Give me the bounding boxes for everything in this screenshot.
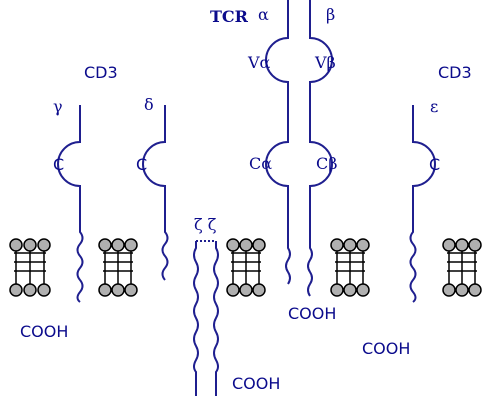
lipid-group [226, 238, 266, 297]
cooh-epsilon: COOH [362, 339, 410, 358]
epsilon-label: ε [430, 97, 438, 116]
lipid-group [330, 238, 370, 297]
v-alpha-label: Vα [247, 53, 271, 72]
lipid-group [442, 238, 482, 297]
tcr-alpha-chain [265, 0, 291, 285]
delta-label: δ [144, 95, 154, 114]
gamma-label: γ [53, 97, 63, 116]
cd3-left-label: CD3 [84, 63, 118, 82]
cooh-gamma-delta: COOH [20, 322, 68, 341]
tcr-beta-chain [307, 0, 333, 297]
cd3-gamma-chain [57, 105, 84, 303]
beta-label: β [326, 5, 335, 24]
lipid-group [98, 238, 138, 297]
v-beta-label: Vβ [314, 53, 336, 72]
alpha-label: α [258, 5, 269, 24]
cooh-zeta: COOH [232, 374, 280, 393]
epsilon-domain-c: C [429, 155, 440, 174]
cd3-zeta-chains [193, 240, 219, 396]
c-beta-label: Cβ [316, 154, 338, 173]
c-alpha-label: Cα [249, 154, 272, 173]
lipid-group [9, 238, 51, 297]
delta-domain-c: C [136, 155, 147, 174]
zeta-label: ζ ζ [194, 215, 217, 234]
cooh-tcr: COOH [288, 304, 336, 323]
tcr-label: TCR [210, 7, 249, 26]
cd3-delta-chain [142, 105, 169, 281]
cd3-epsilon-chain [409, 105, 436, 303]
gamma-domain-c: C [53, 155, 64, 174]
cd3-right-label: CD3 [438, 63, 472, 82]
lipid-bilayer [9, 238, 482, 297]
